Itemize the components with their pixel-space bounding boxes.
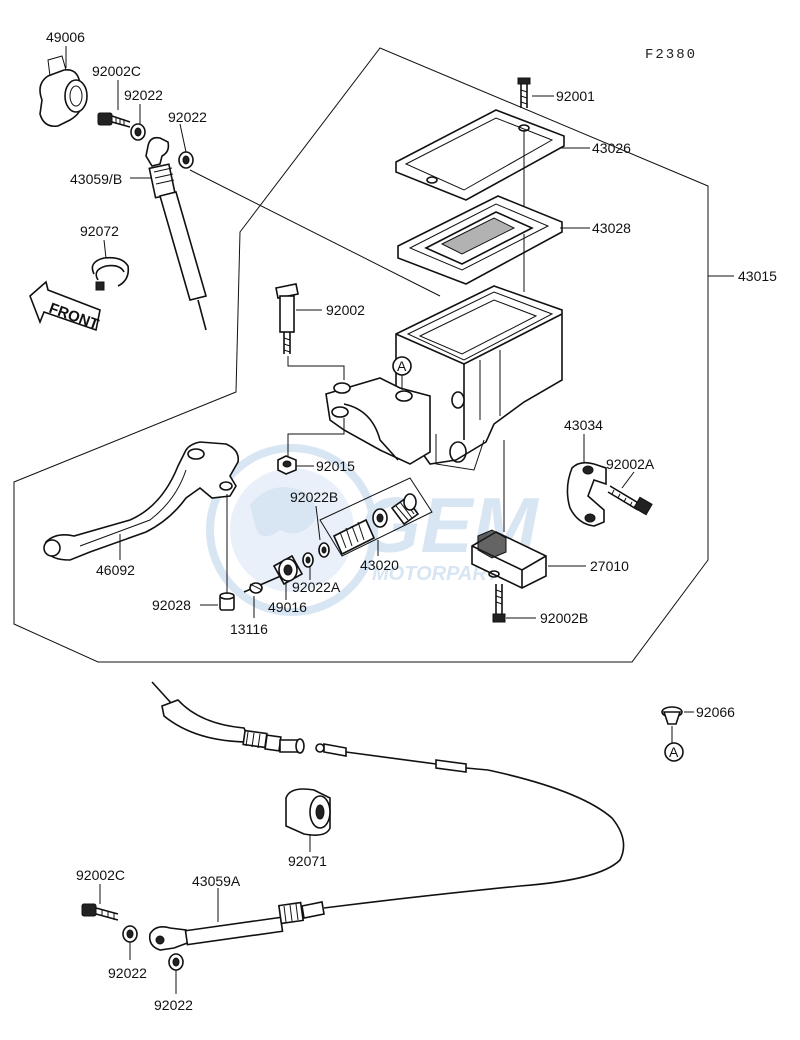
washer-92022-top-2 [178,151,194,169]
dust-boot-49016 [272,554,304,586]
washer-92022B [318,542,330,558]
label-43059B: 43059/B [70,171,122,187]
bolt-92002C-top [97,112,131,128]
screw-92001 [517,77,531,108]
label-49016: 49016 [268,599,307,615]
watermark-logo: GEM MOTORPARTS [206,444,540,616]
hydraulic-pipe [315,743,625,907]
label-92022A: 92022A [292,579,341,595]
label-43059A: 43059A [192,873,241,889]
nut-92015 [277,418,345,475]
label-92002A: 92002A [606,456,655,472]
washer-92022-bottom-1 [122,925,138,943]
label-92022-bottom-1: 92022 [108,965,147,981]
collar-92028 [219,592,235,611]
bolt-92002A [607,485,653,516]
label-92071: 92071 [288,853,327,869]
ref-marker-a-plug: A [664,742,684,762]
assembly-outline [13,47,709,663]
label-92002C-top: 92002C [92,63,141,79]
watermark-sub: MOTORPARTS [372,563,513,585]
washer-92022-bottom-2 [168,953,184,971]
master-cylinder-body [325,285,563,471]
label-43020: 43020 [360,557,399,573]
label-43026: 43026 [592,140,631,156]
ref-marker-a-plug-text: A [669,744,679,760]
label-92002C-bottom: 92002C [76,867,125,883]
label-92072: 92072 [80,223,119,239]
front-arrow: FRONT [29,280,101,333]
label-92066: 92066 [696,704,735,720]
label-46092: 46092 [96,562,135,578]
ref-marker-a-body-text: A [397,358,407,374]
label-92022-bottom-2: 92022 [154,997,193,1013]
label-43034: 43034 [564,417,603,433]
label-92015: 92015 [316,458,355,474]
label-92001: 92001 [556,88,595,104]
clutch-lever-46092 [43,441,240,561]
label-13116: 13116 [230,621,268,637]
brake-hose-43059B [145,136,441,331]
figure-code: F2380 [645,47,697,63]
clutch-switch-27010 [471,440,547,589]
label-49006: 49006 [46,29,85,45]
reservoir-cap-43026 [395,109,565,201]
label-27010: 27010 [590,558,629,574]
rubber-boot-49006 [39,55,88,128]
piston-kit-43020 [319,477,433,557]
label-92002: 92002 [326,302,365,318]
label-43028: 43028 [592,220,631,236]
bolt-92002C-bottom [81,903,119,921]
washer-92022-top-1 [130,123,146,141]
cap-92071 [285,788,331,836]
label-92028: 92028 [152,597,191,613]
pivot-bolt-92002 [275,283,345,380]
label-43015: 43015 [738,268,777,284]
clamp-holder-43034 [566,461,607,527]
screw-92002B [492,584,506,623]
brake-hose-43059A [148,901,341,951]
ref-marker-a-body: A [392,356,412,390]
hose-upper-run [151,681,305,754]
label-92022B: 92022B [290,489,338,505]
diaphragm-43028 [397,195,563,285]
label-92002B: 92002B [540,610,588,626]
label-92022-top-1: 92022 [124,87,163,103]
circlip-92022A [302,552,314,568]
clamp-ring-92072 [91,256,130,291]
label-92022-top-2: 92022 [168,109,207,125]
plug-92066 [661,706,683,744]
